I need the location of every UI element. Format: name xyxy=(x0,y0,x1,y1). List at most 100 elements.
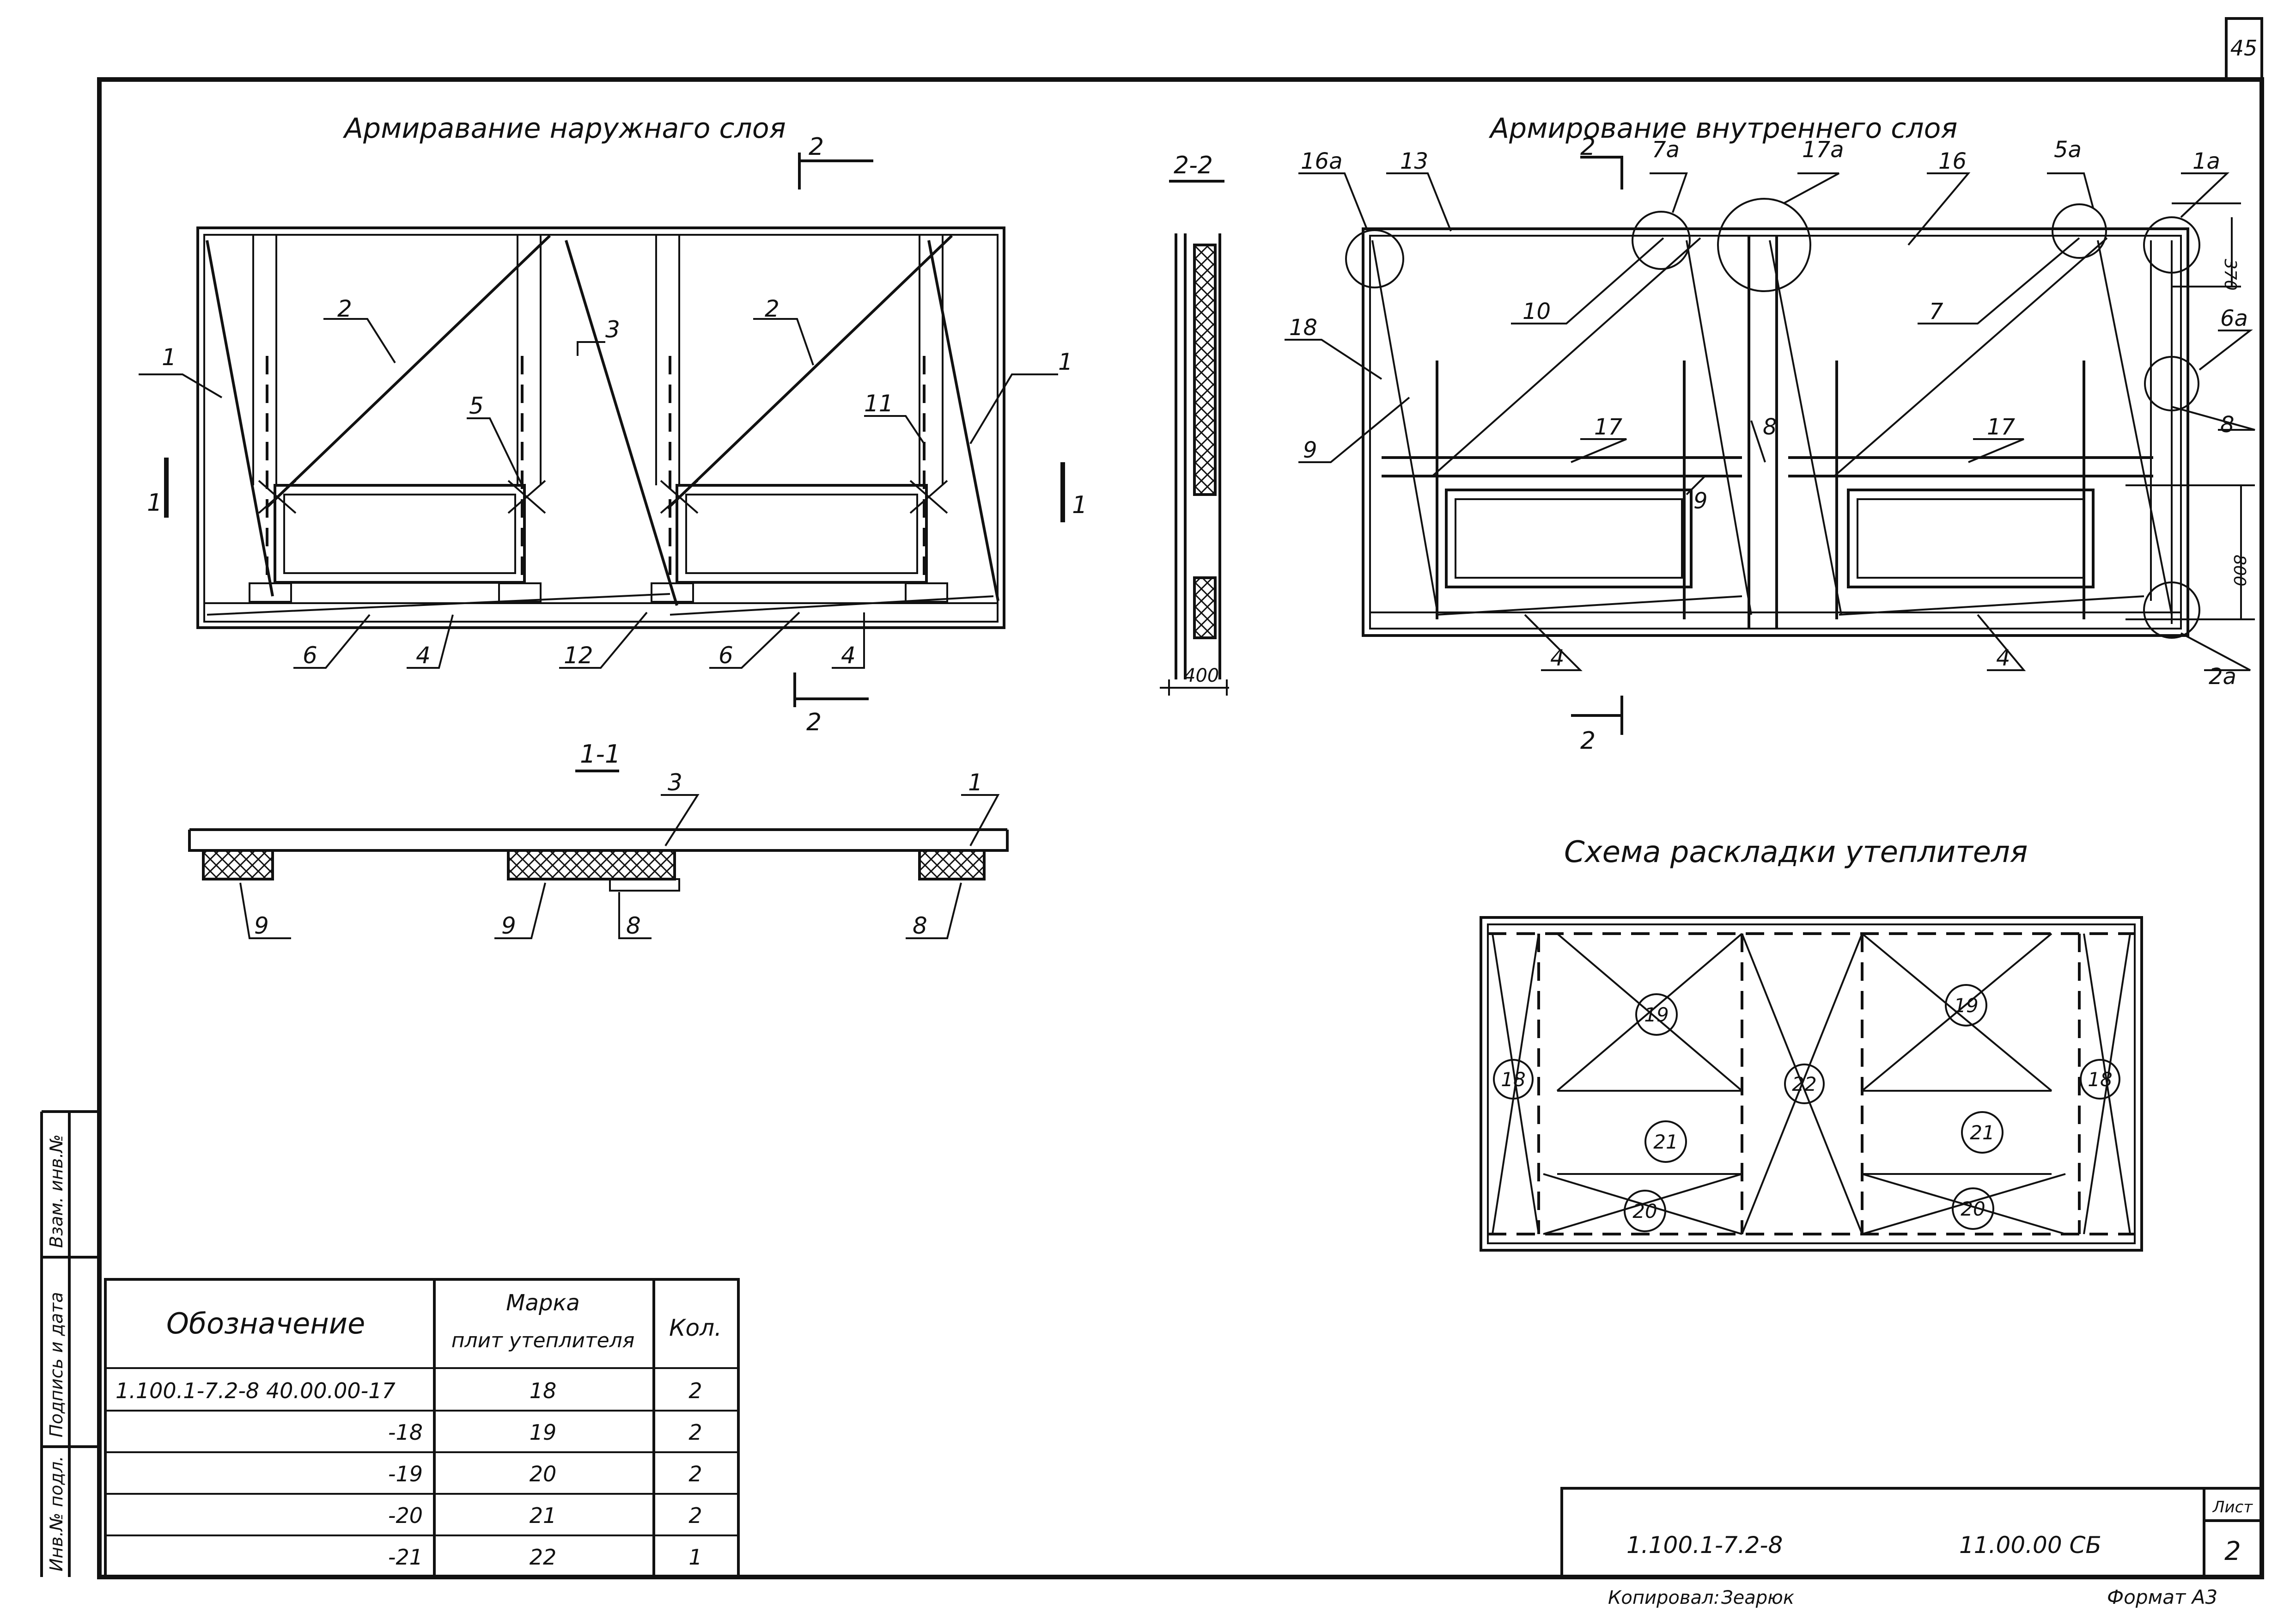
title-insulation-scheme: Схема раскладки утеплителя xyxy=(1564,835,2028,869)
corner-sheet-number: 45 xyxy=(2230,36,2258,61)
section-2-2-title: 2-2 xyxy=(1174,152,1213,179)
table-row-mark: 19 xyxy=(530,1420,557,1445)
callout-outer: 1 xyxy=(1058,348,1073,375)
section-mark-2-bottom: 2 xyxy=(806,709,822,736)
table-row-mark: 20 xyxy=(530,1461,557,1486)
section-mark-2-inner-top: 2 xyxy=(1580,133,1596,161)
callout-outer: 6 xyxy=(719,642,733,669)
table-row-designation: -21 xyxy=(388,1545,423,1570)
section-2-2: 2-2 400 xyxy=(1160,152,1229,696)
section-callouts: 3 1 9 9 8 8 xyxy=(254,769,983,939)
callout-outer: 1 xyxy=(162,344,177,371)
table-row-qty: 2 xyxy=(688,1420,702,1445)
table-row-designation: -18 xyxy=(388,1420,423,1445)
scheme-mark: 22 xyxy=(1792,1073,1816,1095)
footer-format: Формат А3 xyxy=(2107,1586,2217,1608)
callout-inner: 4 xyxy=(1996,645,2010,671)
callout-inner: 4 xyxy=(1550,645,1565,671)
table-row-designation: 1.100.1-7.2-8 40.00.00-17 xyxy=(116,1378,396,1403)
table-row-mark: 18 xyxy=(530,1378,557,1403)
callout-inner: 17 xyxy=(1987,414,2016,440)
scheme-mark: 18 xyxy=(1501,1068,1525,1091)
callout-inner: 7а xyxy=(1652,137,1680,163)
callout-section: 9 xyxy=(254,912,269,939)
scheme-mark: 20 xyxy=(1632,1200,1657,1223)
callout-inner: 16а xyxy=(1301,148,1343,174)
title-block-sheet-number: 2 xyxy=(2224,1536,2241,1566)
section-mark-1-left: 1 xyxy=(147,489,162,517)
callout-inner: 9 xyxy=(1303,437,1317,463)
callout-inner: 9 xyxy=(1693,488,1708,514)
callout-outer: 4 xyxy=(416,642,431,669)
dim-800: 800 xyxy=(2230,555,2249,587)
scheme-marks: 18 19 22 19 18 21 21 20 20 xyxy=(1501,994,2112,1223)
callout-inner: 18 xyxy=(1289,315,1317,341)
section-mark-2-top: 2 xyxy=(809,133,824,161)
callout-inner: 6а xyxy=(2220,306,2248,331)
section-mark-2-inner-bottom: 2 xyxy=(1580,727,1596,755)
callout-outer: 4 xyxy=(841,642,856,669)
table-header-qty: Кол. xyxy=(669,1314,722,1341)
table-header-designation: Обозначение xyxy=(166,1307,365,1340)
drawing-frame: 45 xyxy=(97,17,2264,1579)
dim-370: 370 xyxy=(2221,259,2240,291)
scheme-mark: 21 xyxy=(1970,1121,1994,1144)
table-header-mark-1: Марка xyxy=(506,1290,580,1316)
footer-copied: Копировал: xyxy=(1608,1587,1720,1608)
callout-inner: 7 xyxy=(1929,299,1943,324)
table-row-qty: 2 xyxy=(688,1503,702,1528)
scheme-mark: 19 xyxy=(1954,994,1978,1017)
callout-inner: 13 xyxy=(1400,148,1428,174)
scheme-mark: 21 xyxy=(1653,1131,1678,1153)
title-inner-layer: Армирование внутреннего слоя xyxy=(1488,112,1957,145)
callout-outer: 6 xyxy=(303,642,317,669)
section-1-1-title: 1-1 xyxy=(580,740,621,769)
outer-layer-drawing: 2 2 1 1 xyxy=(139,133,1087,736)
callout-inner: 10 xyxy=(1523,299,1551,324)
table-row-qty: 2 xyxy=(688,1461,702,1486)
insulation-scheme xyxy=(1480,916,2143,1252)
callout-section: 9 xyxy=(501,912,516,939)
callout-section: 3 xyxy=(668,769,682,796)
callout-outer: 2 xyxy=(765,295,780,322)
title-block-doc: 11.00.00 СБ xyxy=(1959,1532,2101,1559)
scheme-mark: 18 xyxy=(2088,1068,2112,1091)
section-1-1: 1-1 xyxy=(188,740,1009,939)
callout-outer: 5 xyxy=(469,392,484,419)
side-stamp-signature: Подпись и дата xyxy=(46,1292,67,1437)
callout-section: 8 xyxy=(913,912,927,939)
callout-section: 8 xyxy=(626,912,641,939)
title-block-code: 1.100.1-7.2-8 xyxy=(1626,1532,1783,1559)
callout-outer: 11 xyxy=(864,390,894,417)
table-row-mark: 22 xyxy=(530,1545,557,1570)
title-block: 1.100.1-7.2-8 11.00.00 СБ Лист 2 xyxy=(1560,1487,2263,1578)
dim-400: 400 xyxy=(1184,665,1219,686)
table-row-mark: 21 xyxy=(530,1503,557,1528)
footer-copied-signature: Зеарюк xyxy=(1721,1587,1794,1608)
callout-inner: 17а xyxy=(1802,137,1844,163)
callout-inner: 17 xyxy=(1594,414,1623,440)
callout-inner: 1а xyxy=(2192,148,2220,174)
specification-table: Обозначение Марка плит утеплителя Кол. 1… xyxy=(104,1278,740,1578)
scheme-mark: 20 xyxy=(1961,1198,1985,1220)
callout-inner: 2а xyxy=(2209,664,2236,690)
title-block-sheet-label: Лист xyxy=(2212,1498,2253,1516)
table-row-designation: -19 xyxy=(388,1461,423,1486)
side-stamp-inv-no: Инв.№ подл. xyxy=(46,1456,67,1571)
inner-callouts: 16а 13 7а 17а 16 5а 1а 6а 10 7 18 9 17 1… xyxy=(1289,137,2248,690)
side-stamp-replace: Взам. инв.№ xyxy=(46,1134,67,1248)
inner-layer-drawing: 370 800 2 2 xyxy=(1285,133,2255,755)
scheme-mark: 19 xyxy=(1644,1003,1669,1026)
title-outer-layer: Армиравание наружнаго слоя xyxy=(342,112,786,145)
callout-section: 1 xyxy=(968,769,983,796)
callout-outer: 12 xyxy=(564,642,593,669)
callout-outer: 3 xyxy=(605,316,620,343)
outer-callouts: 1 2 3 5 11 2 1 6 4 12 6 4 xyxy=(162,295,1073,669)
callout-outer: 2 xyxy=(337,295,352,322)
table-row-qty: 1 xyxy=(688,1545,702,1570)
section-mark-1-right: 1 xyxy=(1072,491,1087,519)
table-row-qty: 2 xyxy=(688,1378,702,1403)
table-row-designation: -20 xyxy=(388,1503,423,1528)
table-header-mark-2: плит утеплителя xyxy=(451,1329,635,1352)
